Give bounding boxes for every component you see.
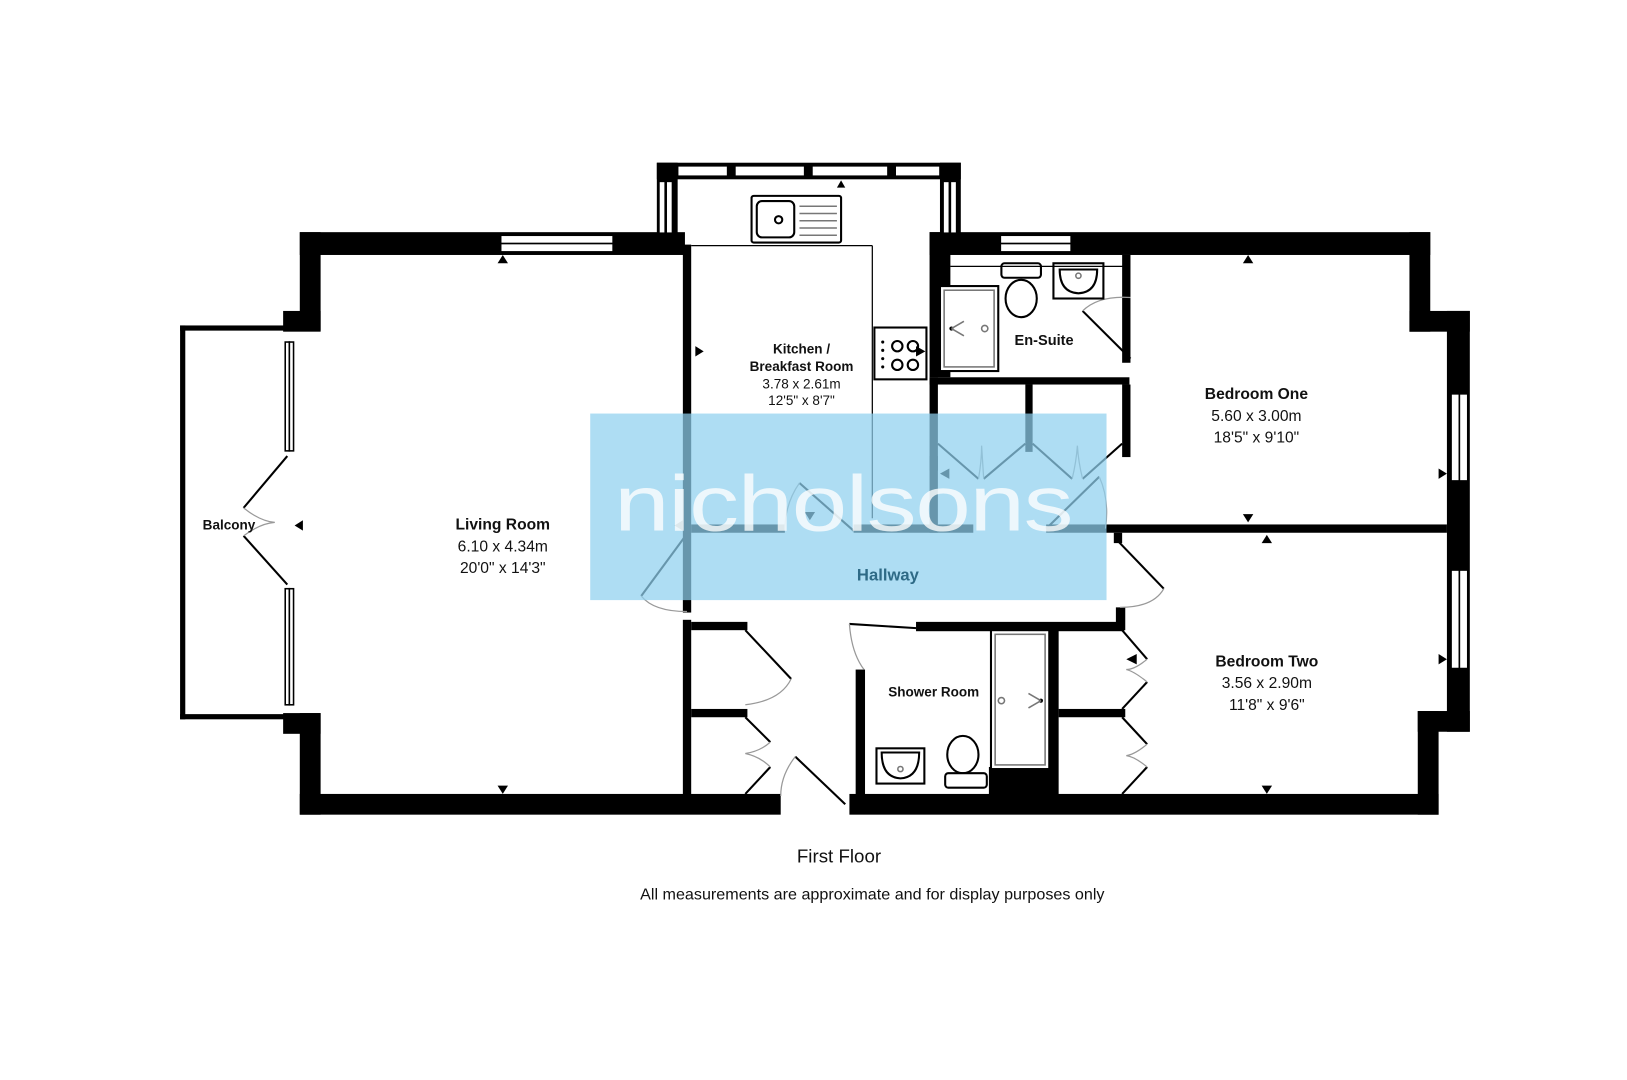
watermark-text: nicholsons bbox=[614, 460, 1072, 548]
svg-text:18'5" x 9'10": 18'5" x 9'10" bbox=[1214, 430, 1300, 447]
shower-tray-icon bbox=[989, 629, 1051, 771]
room-label-balcony: Balcony bbox=[203, 518, 256, 533]
svg-text:3.78 x 2.61m: 3.78 x 2.61m bbox=[762, 377, 840, 392]
floor-label: First Floor bbox=[797, 845, 881, 866]
ensuite-shower-tray-icon bbox=[938, 285, 1000, 373]
room-label-bedroom-two: Bedroom Two 3.56 x 2.90m 11'8" x 9'6" bbox=[1215, 653, 1318, 713]
ensuite-toilet-icon bbox=[1000, 262, 1042, 319]
svg-text:12'5" x 8'7": 12'5" x 8'7" bbox=[768, 393, 835, 408]
svg-text:Living Room: Living Room bbox=[456, 517, 551, 534]
svg-text:11'8" x 9'6": 11'8" x 9'6" bbox=[1229, 697, 1305, 714]
room-label-hallway: Hallway bbox=[857, 565, 920, 584]
sink-icon bbox=[750, 194, 843, 244]
watermark: nicholsons bbox=[590, 413, 1107, 601]
watermark-box bbox=[590, 413, 1107, 601]
svg-text:En-Suite: En-Suite bbox=[1015, 333, 1074, 349]
svg-text:3.56 x 2.90m: 3.56 x 2.90m bbox=[1222, 675, 1312, 692]
svg-text:5.60 x 3.00m: 5.60 x 3.00m bbox=[1211, 408, 1301, 425]
svg-text:6.10 x 4.34m: 6.10 x 4.34m bbox=[458, 538, 548, 555]
ensuite-basin-icon bbox=[1052, 262, 1105, 300]
svg-text:Kitchen /: Kitchen / bbox=[773, 341, 830, 356]
disclaimer: All measurements are approximate and for… bbox=[640, 886, 1105, 904]
room-label-living-room: Living Room 6.10 x 4.34m 20'0" x 14'3" bbox=[456, 517, 551, 577]
room-label-kitchen: Kitchen / Breakfast Room 3.78 x 2.61m 12… bbox=[750, 341, 854, 408]
room-label-bedroom-one: Bedroom One 5.60 x 3.00m 18'5" x 9'10" bbox=[1205, 386, 1309, 446]
svg-text:Bedroom One: Bedroom One bbox=[1205, 386, 1309, 403]
svg-text:Breakfast Room: Breakfast Room bbox=[750, 359, 854, 374]
shower-room-basin-icon bbox=[875, 747, 926, 785]
room-label-en-suite: En-Suite bbox=[1015, 333, 1074, 349]
svg-text:Bedroom Two: Bedroom Two bbox=[1215, 653, 1318, 670]
windows bbox=[284, 165, 1469, 706]
svg-text:20'0" x 14'3": 20'0" x 14'3" bbox=[460, 560, 546, 577]
shower-room-toilet-icon bbox=[944, 734, 988, 789]
room-label-shower-room: Shower Room bbox=[888, 685, 979, 700]
